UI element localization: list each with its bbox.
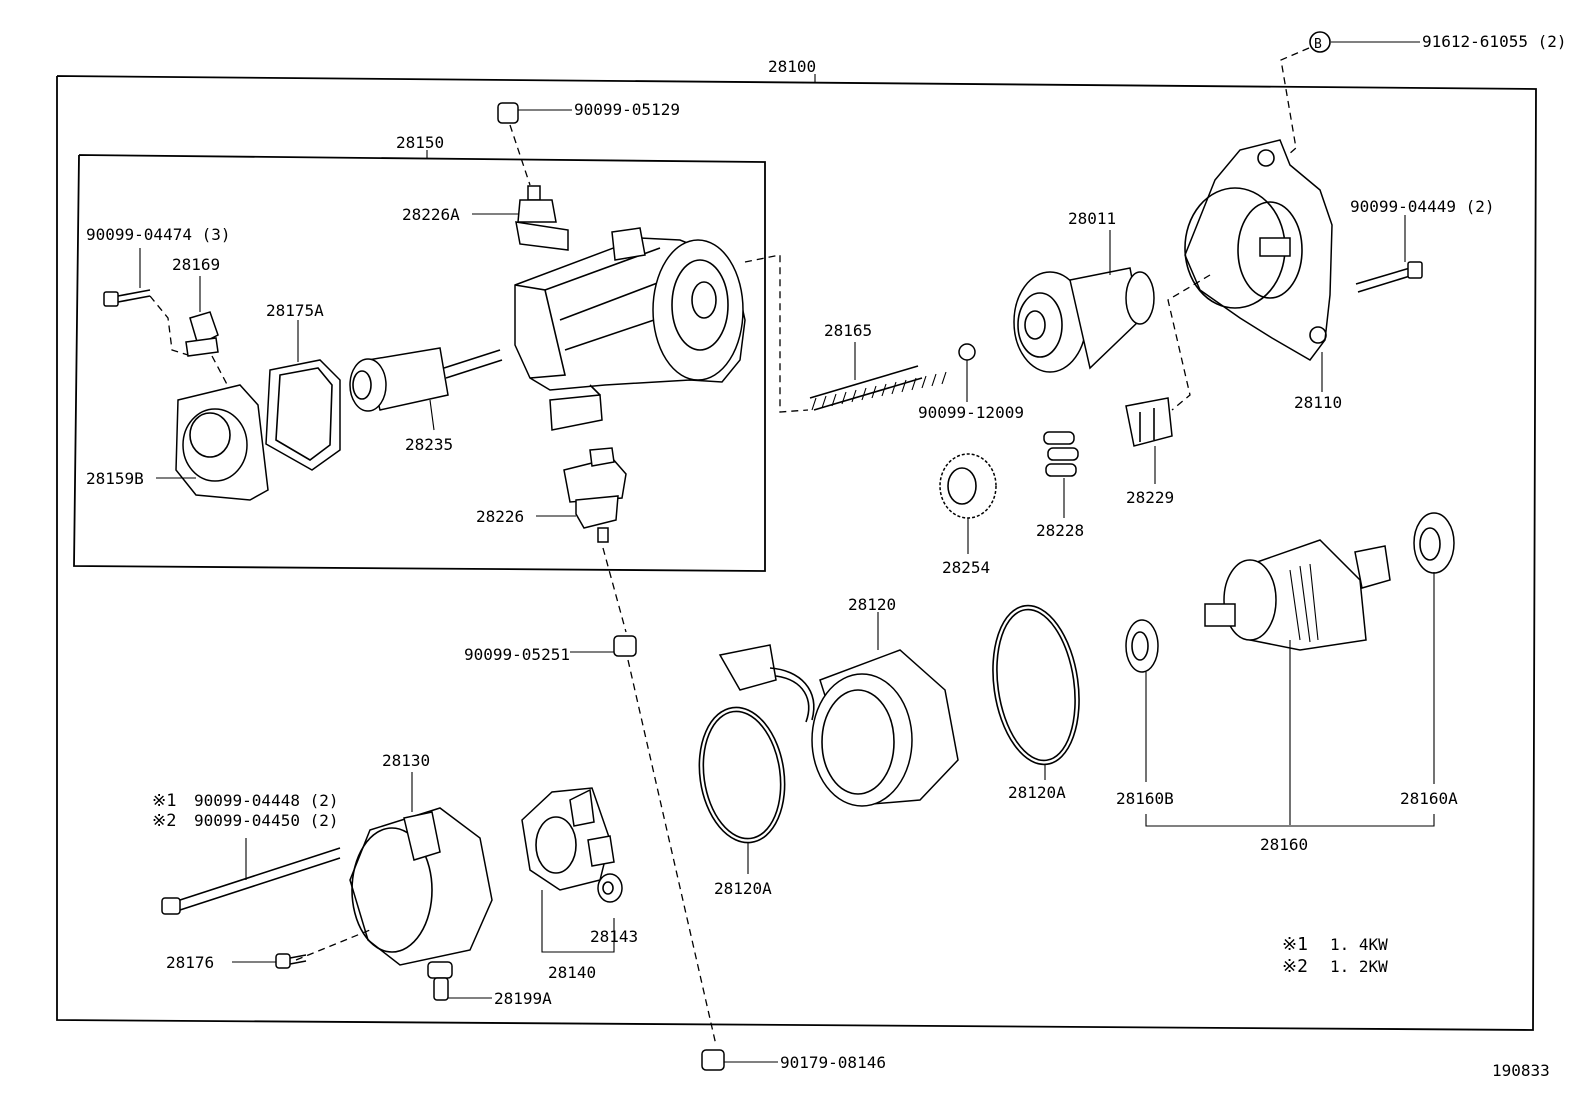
part-28226A [472, 185, 569, 251]
bolt-90099-04474 [103, 248, 189, 356]
legend-mark-1: ※1 [1282, 934, 1308, 955]
part-28140 [521, 787, 615, 953]
b-marker: B [1314, 37, 1322, 52]
part-28228 [1043, 431, 1079, 518]
nut-90179-08146 [701, 1049, 778, 1071]
label-28120A-right[interactable]: 28120A [1008, 783, 1066, 802]
part-28120A-right [992, 604, 1080, 780]
part-28143 [597, 873, 623, 903]
retainer-guide-dash [1167, 274, 1211, 411]
label-28011[interactable]: 28011 [1068, 209, 1116, 228]
label-28199A[interactable]: 28199A [494, 989, 552, 1008]
label-28165[interactable]: 28165 [824, 321, 872, 340]
solenoid-housing [514, 227, 746, 431]
label-28100[interactable]: 28100 [768, 57, 816, 76]
label-28226[interactable]: 28226 [476, 507, 524, 526]
note-mark-1: ※1 [152, 791, 176, 811]
bracket-28160 [1145, 814, 1435, 827]
label-28226A[interactable]: 28226A [402, 205, 460, 224]
subassembly-frame-28150 [73, 150, 766, 572]
part-28176 [232, 953, 307, 969]
label-28254[interactable]: 28254 [942, 558, 990, 577]
label-90099-04449[interactable]: 90099-04449 (2) [1350, 197, 1495, 216]
label-28169[interactable]: 28169 [172, 255, 220, 274]
part-28235 [349, 347, 503, 431]
label-91612-61055[interactable]: 91612-61055 (2) [1422, 32, 1567, 51]
legend-value-2: 1. 2KW [1330, 957, 1388, 976]
label-28150[interactable]: 28150 [396, 133, 444, 152]
label-28160[interactable]: 28160 [1260, 835, 1308, 854]
assembly-frame-28100 [56, 74, 1537, 1031]
nut-90099-05129 [497, 102, 572, 186]
label-90179-08146[interactable]: 90179-08146 [780, 1053, 886, 1072]
label-28176[interactable]: 28176 [166, 953, 214, 972]
part-28160B [1125, 619, 1159, 782]
ball-90099-12009 [958, 343, 976, 402]
legend-value-1: 1. 4KW [1330, 935, 1388, 954]
note-mark-2: ※2 [152, 811, 176, 831]
label-28143[interactable]: 28143 [590, 927, 638, 946]
part-28160A [1413, 512, 1455, 784]
part-28226 [536, 447, 627, 633]
through-bolt [161, 838, 341, 915]
label-28120[interactable]: 28120 [848, 595, 896, 614]
part-28175A [265, 320, 341, 471]
part-28120 [718, 612, 959, 807]
label-90099-04450[interactable]: 90099-04450 (2) [194, 811, 339, 830]
bolt-90099-04449 [1355, 215, 1423, 293]
b-marker-callout [1279, 31, 1420, 163]
legend-mark-2: ※2 [1282, 956, 1308, 977]
legend: ※1 1. 4KW ※2 1. 2KW [1282, 934, 1388, 977]
part-28011 [1013, 230, 1155, 373]
label-90099-05129[interactable]: 90099-05129 [574, 100, 680, 119]
spring-guide-dash [744, 254, 809, 413]
label-28159B[interactable]: 28159B [86, 469, 144, 488]
part-28165 [809, 342, 947, 411]
label-28120A-left[interactable]: 28120A [714, 879, 772, 898]
label-90099-04474[interactable]: 90099-04474 (3) [86, 225, 231, 244]
label-28160B[interactable]: 28160B [1116, 789, 1174, 808]
label-90099-05251[interactable]: 90099-05251 [464, 645, 570, 664]
label-28229[interactable]: 28229 [1126, 488, 1174, 507]
part-28159B [156, 384, 269, 501]
part-28110 [1184, 139, 1333, 392]
label-28130[interactable]: 28130 [382, 751, 430, 770]
diagram-id: 190833 [1492, 1061, 1550, 1080]
label-28140[interactable]: 28140 [548, 963, 596, 982]
part-28120A-left [698, 706, 786, 874]
part-28229 [1125, 397, 1173, 484]
part-28130 [295, 772, 493, 966]
label-90099-12009[interactable]: 90099-12009 [918, 403, 1024, 422]
part-28254 [939, 453, 997, 554]
label-28235[interactable]: 28235 [405, 435, 453, 454]
label-28228[interactable]: 28228 [1036, 521, 1084, 540]
label-28110[interactable]: 28110 [1294, 393, 1342, 412]
part-28199A [427, 961, 492, 1001]
label-28160A[interactable]: 28160A [1400, 789, 1458, 808]
label-90099-04448[interactable]: 90099-04448 (2) [194, 791, 339, 810]
nut-90099-05251 [570, 635, 717, 1046]
part-28169 [185, 276, 231, 391]
part-28160 [1204, 539, 1391, 825]
label-28175A[interactable]: 28175A [266, 301, 324, 320]
